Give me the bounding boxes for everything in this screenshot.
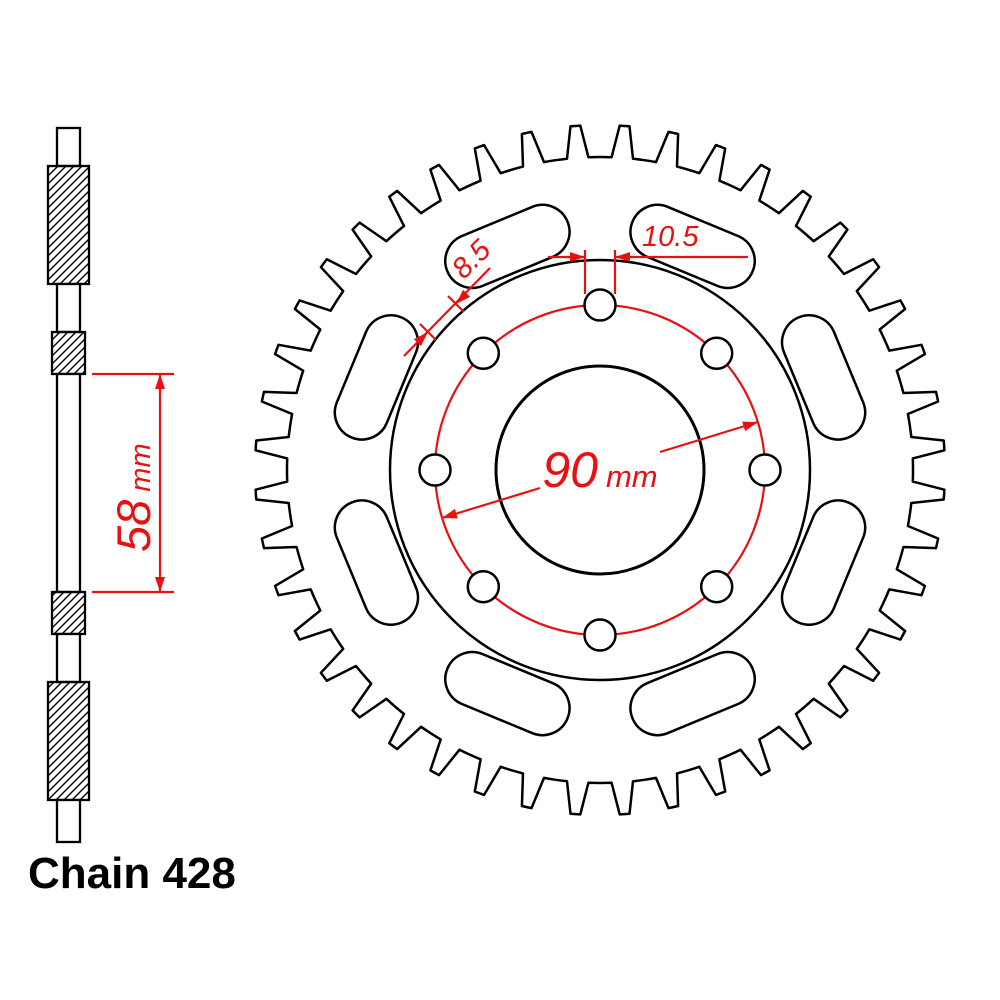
lightening-slot bbox=[780, 499, 867, 626]
side-teeth-top bbox=[46, 164, 91, 286]
hub-circle bbox=[388, 258, 812, 682]
lightening-slot bbox=[444, 203, 571, 290]
lightening-slot bbox=[333, 499, 420, 626]
dim-58-arrow-bottom bbox=[155, 577, 165, 592]
lightening-slot bbox=[629, 650, 756, 737]
lightening-slots bbox=[333, 203, 867, 737]
dim-85-tick-a bbox=[419, 323, 437, 341]
bolt-hole bbox=[466, 336, 501, 371]
dim-105-arrow-left bbox=[570, 252, 585, 262]
bolt-hole bbox=[583, 618, 617, 652]
lightening-slot bbox=[333, 314, 420, 441]
sprocket-teeth-outline bbox=[254, 124, 946, 816]
dim-hole-top: 10.5 bbox=[548, 221, 748, 294]
lightening-slot bbox=[629, 203, 756, 290]
side-gap-bottom bbox=[55, 632, 82, 684]
dim-90-arrow-right bbox=[742, 421, 758, 432]
dim-85-arrow-b bbox=[456, 289, 471, 304]
dim-58-label: 58mm bbox=[107, 443, 160, 552]
dim-105-label: 10.5 bbox=[642, 221, 699, 253]
side-cap-top bbox=[55, 126, 82, 168]
dim-hub-width: 58mm bbox=[92, 372, 174, 594]
dim-90-line-right bbox=[659, 420, 759, 454]
side-flange-top bbox=[50, 330, 87, 376]
side-teeth-bottom bbox=[46, 680, 91, 802]
bolt-hole bbox=[583, 288, 617, 322]
bolt-hole bbox=[748, 453, 782, 487]
bolt-hole bbox=[699, 569, 734, 604]
side-flange-bottom bbox=[50, 590, 87, 636]
caption-chain: Chain 428 bbox=[28, 849, 236, 898]
bolt-hole bbox=[466, 569, 501, 604]
dim-85-arrow-a bbox=[413, 332, 428, 347]
bore-circle bbox=[494, 364, 706, 576]
dim-90-line-left bbox=[441, 486, 541, 520]
side-gap-top bbox=[55, 282, 82, 334]
dim-105-arrow-right bbox=[615, 252, 630, 262]
sprocket-side-view bbox=[46, 126, 91, 844]
sprocket-front-view bbox=[254, 124, 946, 816]
bolt-holes bbox=[418, 288, 782, 652]
side-hub bbox=[55, 372, 82, 594]
dim-58-arrow-top bbox=[155, 374, 165, 389]
dim-90-arrow-left bbox=[442, 508, 458, 519]
lightening-slot bbox=[780, 314, 867, 441]
bolt-hole bbox=[699, 336, 734, 371]
lightening-slot bbox=[444, 650, 571, 737]
bolt-hole bbox=[418, 453, 452, 487]
side-cap-bottom bbox=[55, 798, 82, 844]
